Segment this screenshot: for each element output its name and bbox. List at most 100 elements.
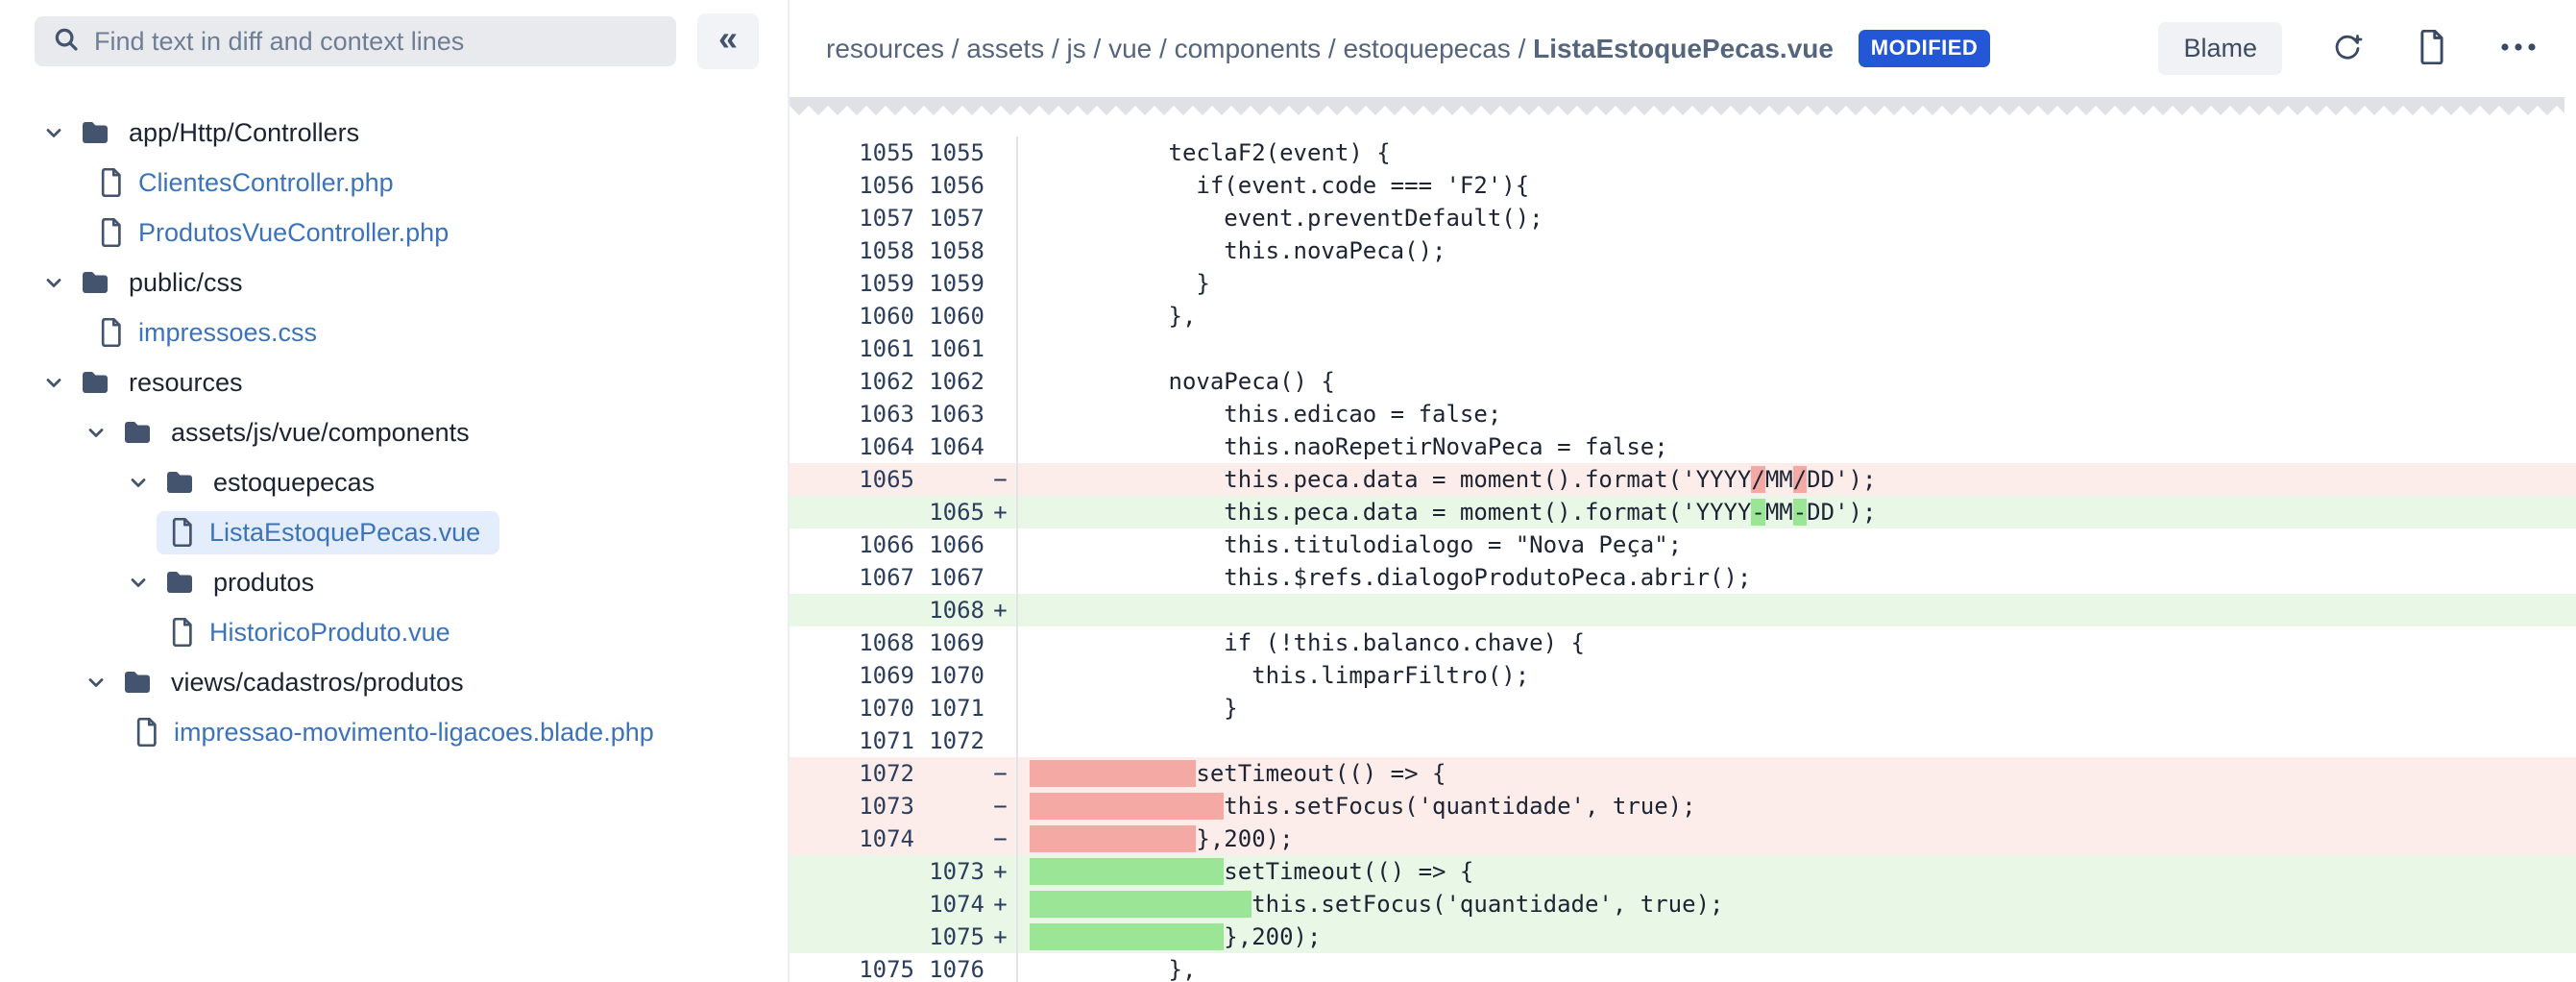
new-line-number[interactable]: 1057 <box>929 205 984 232</box>
chevron-down-icon[interactable] <box>127 571 150 594</box>
folder-label: views/cadastros/produtos <box>171 667 464 697</box>
old-line-number[interactable]: 1061 <box>859 335 914 362</box>
tree-file-impressoes-css[interactable]: impressoes.css <box>0 307 788 357</box>
new-line-number[interactable]: 1076 <box>929 956 984 982</box>
inline-change-highlight <box>1030 858 1225 885</box>
old-line-number[interactable]: 1065 <box>859 466 914 493</box>
old-line-number[interactable]: 1075 <box>859 956 914 982</box>
old-line-number[interactable]: 1068 <box>859 629 914 656</box>
old-line-number[interactable] <box>790 855 914 888</box>
diff-search-box[interactable] <box>35 16 676 66</box>
old-line-number[interactable]: 1066 <box>859 531 914 558</box>
new-line-number[interactable] <box>914 757 984 790</box>
folder-label: produtos <box>213 567 315 597</box>
tree-item-inner: assets/js/vue/components <box>85 418 470 448</box>
new-line-number[interactable]: 1060 <box>929 303 984 330</box>
tree-file-impressao-movimento-ligacoes-blade-php[interactable]: impressao-movimento-ligacoes.blade.php <box>0 707 788 757</box>
code-text: this.naoRepetirNovaPeca = false; <box>1016 430 2576 463</box>
tree-folder-resources[interactable]: resources <box>0 357 788 407</box>
old-line-number[interactable]: 1072 <box>859 760 914 787</box>
old-line-number[interactable]: 1058 <box>859 237 914 264</box>
file-contents-button[interactable] <box>2413 26 2451 71</box>
new-line-number[interactable]: 1065 <box>929 499 984 526</box>
search-input[interactable] <box>94 26 659 57</box>
tree-file-clientescontroller-php[interactable]: ClientesController.php <box>0 158 788 208</box>
new-line-number[interactable]: 1073 <box>929 858 984 885</box>
tree-file-listaestoquepecas-vue[interactable]: ListaEstoquePecas.vue <box>0 507 788 557</box>
file-label: ProdutosVueController.php <box>138 217 450 247</box>
old-line-number[interactable]: 1060 <box>859 303 914 330</box>
old-line-number[interactable]: 1071 <box>859 727 914 754</box>
old-line-number[interactable] <box>790 496 914 528</box>
tree-folder-assets-js-vue-components[interactable]: assets/js/vue/components <box>0 407 788 457</box>
diff-panel: resources / assets / js / vue / componen… <box>790 0 2576 982</box>
change-marker <box>984 332 1016 365</box>
old-line-number[interactable] <box>790 888 914 921</box>
old-line-number[interactable]: 1059 <box>859 270 914 297</box>
new-line-number[interactable]: 1061 <box>929 335 984 362</box>
new-line-number[interactable]: 1072 <box>929 727 984 754</box>
old-line-number[interactable]: 1062 <box>859 368 914 395</box>
chevron-down-icon[interactable] <box>127 471 150 494</box>
old-line-number[interactable]: 1074 <box>859 825 914 852</box>
folder-icon <box>123 670 152 695</box>
tree-folder-estoquepecas[interactable]: estoquepecas <box>0 457 788 507</box>
collapse-sidebar-button[interactable]: « <box>697 13 759 69</box>
new-line-number[interactable]: 1064 <box>929 433 984 460</box>
new-line-number[interactable]: 1075 <box>929 923 984 950</box>
new-line-number[interactable]: 1063 <box>929 401 984 428</box>
chevron-down-icon[interactable] <box>85 421 108 444</box>
change-marker: + <box>993 499 1008 526</box>
old-line-number[interactable]: 1055 <box>859 139 914 166</box>
chevron-down-icon[interactable] <box>42 121 65 144</box>
chevron-down-icon[interactable] <box>42 371 65 394</box>
chevron-down-icon[interactable] <box>42 271 65 294</box>
new-line-number[interactable]: 1070 <box>929 662 984 689</box>
blame-button[interactable]: Blame <box>2158 22 2282 75</box>
tree-folder-app-http-controllers[interactable]: app/Http/Controllers <box>0 108 788 158</box>
tree-file-produtosvuecontroller-php[interactable]: ProdutosVueController.php <box>0 208 788 258</box>
chevron-down-icon[interactable] <box>85 671 108 694</box>
change-marker <box>984 561 1016 594</box>
new-line-number[interactable]: 1071 <box>929 695 984 722</box>
inline-change-highlight: - <box>1751 499 1765 526</box>
code-text: if(event.code === 'F2'){ <box>1016 169 2576 202</box>
old-line-number[interactable]: 1067 <box>859 564 914 591</box>
tree-folder-produtos[interactable]: produtos <box>0 557 788 607</box>
new-line-number[interactable] <box>914 822 984 855</box>
new-line-number[interactable]: 1074 <box>929 891 984 918</box>
old-line-number[interactable] <box>790 921 914 953</box>
change-marker <box>984 136 1016 169</box>
more-options-button[interactable] <box>2495 37 2541 60</box>
diff-line: 1068+ <box>790 594 2576 626</box>
new-line-number[interactable]: 1055 <box>929 139 984 166</box>
file-header: resources / assets / js / vue / componen… <box>790 0 2576 97</box>
old-line-number[interactable]: 1064 <box>859 433 914 460</box>
new-line-number[interactable]: 1068 <box>929 597 984 624</box>
old-line-number[interactable]: 1069 <box>859 662 914 689</box>
new-line-number[interactable] <box>914 463 984 496</box>
code-text: setTimeout(() => { <box>1016 757 2576 790</box>
old-line-number[interactable]: 1057 <box>859 205 914 232</box>
tree-folder-public-css[interactable]: public/css <box>0 258 788 307</box>
new-line-number[interactable] <box>914 790 984 822</box>
new-line-number[interactable]: 1067 <box>929 564 984 591</box>
new-line-number[interactable]: 1058 <box>929 237 984 264</box>
tree-folder-views-cadastros-produtos[interactable]: views/cadastros/produtos <box>0 657 788 707</box>
old-line-number[interactable]: 1070 <box>859 695 914 722</box>
new-line-number[interactable]: 1069 <box>929 629 984 656</box>
new-line-number[interactable]: 1062 <box>929 368 984 395</box>
old-line-number[interactable]: 1063 <box>859 401 914 428</box>
new-line-number[interactable]: 1059 <box>929 270 984 297</box>
old-line-number[interactable]: 1073 <box>859 793 914 820</box>
old-line-number[interactable]: 1056 <box>859 172 914 199</box>
new-line-number[interactable]: 1066 <box>929 531 984 558</box>
new-line-number[interactable]: 1056 <box>929 172 984 199</box>
folder-icon <box>165 570 194 595</box>
tree-file-historicoproduto-vue[interactable]: HistoricoProduto.vue <box>0 607 788 657</box>
header-actions: Blame <box>2158 22 2541 75</box>
refresh-plus-button[interactable] <box>2326 26 2369 71</box>
old-line-number[interactable] <box>790 594 914 626</box>
